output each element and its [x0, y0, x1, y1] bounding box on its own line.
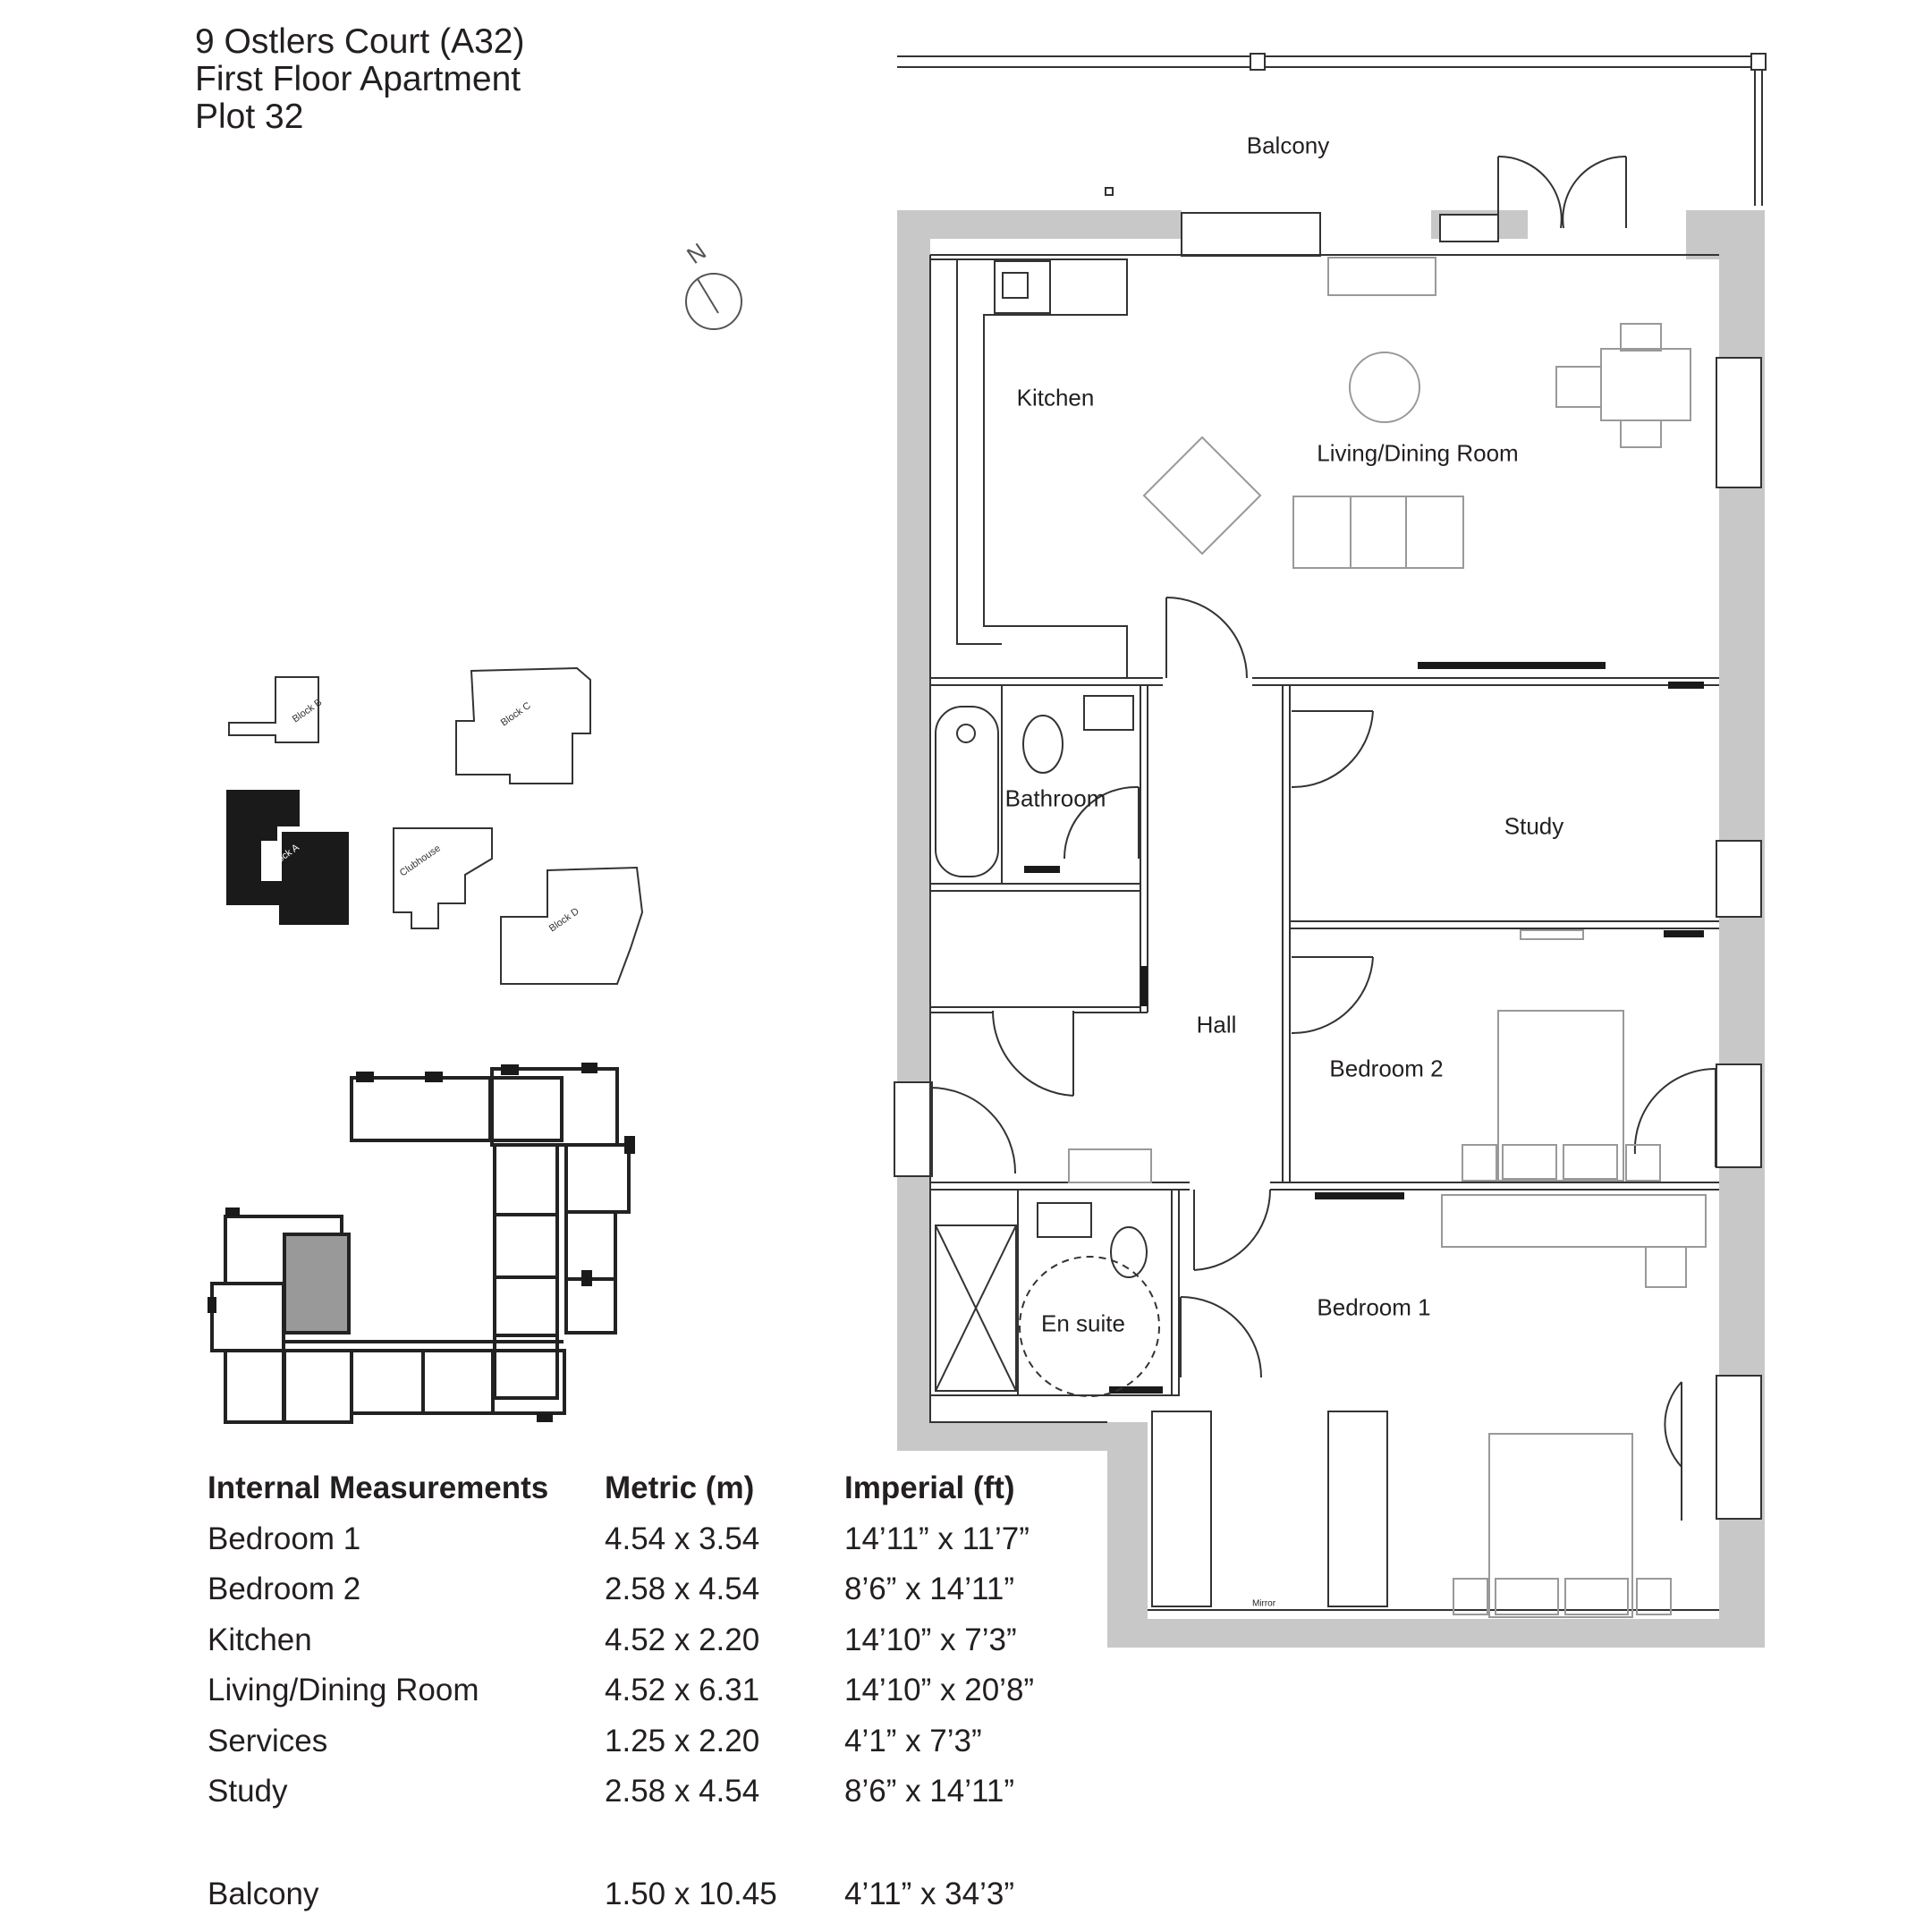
block-b-outline: [228, 676, 319, 743]
table-row: Bedroom 2 2.58 x 4.54 8’6” x 14’11”: [208, 1564, 1113, 1615]
label-mirror: Mirror: [1251, 1598, 1276, 1609]
windows: [894, 212, 1762, 1520]
compass-north-label: N: [682, 238, 711, 269]
block-c-outline: [455, 666, 591, 784]
title-floor: First Floor Apartment: [195, 60, 521, 98]
room-label-balcony: Balcony: [1246, 131, 1330, 159]
balcony-rail: [897, 53, 1767, 206]
table-row: Services 1.25 x 2.20 4’1” x 7’3”: [208, 1716, 1113, 1767]
row-imperial: 14’10” x 20’8”: [844, 1673, 1035, 1708]
header-internal-measurements: Internal Measurements: [208, 1470, 549, 1506]
row-room: Bedroom 1: [208, 1521, 361, 1556]
row-imperial: 4’11” x 34’3”: [844, 1876, 1015, 1911]
room-label-kitchen: Kitchen: [1016, 384, 1095, 411]
row-metric: 4.54 x 3.54: [605, 1521, 760, 1556]
row-metric: 4.52 x 6.31: [605, 1673, 760, 1708]
table-row: Living/Dining Room 4.52 x 6.31 14’10” x …: [208, 1665, 1113, 1716]
header-imperial: Imperial (ft): [844, 1470, 1015, 1506]
room-label-living-dining: Living/Dining Room: [1317, 439, 1519, 467]
site-location-plan: [228, 666, 644, 985]
row-room: Services: [208, 1723, 328, 1758]
room-label-bedroom-1: Bedroom 1: [1317, 1293, 1431, 1321]
furniture: [935, 257, 1707, 1618]
title-address: 9 Ostlers Court (A32): [195, 22, 525, 61]
measurements-header-row: Internal Measurements Metric (m) Imperia…: [208, 1463, 1113, 1514]
header-metric: Metric (m): [605, 1470, 755, 1506]
measurements-table: Internal Measurements Metric (m) Imperia…: [208, 1463, 1113, 1919]
table-row-balcony: Balcony 1.50 x 10.45 4’11” x 34’3”: [208, 1869, 1113, 1920]
balcony-doors: [1497, 155, 1627, 229]
row-room: Living/Dining Room: [208, 1673, 479, 1708]
row-room: Bedroom 2: [208, 1572, 361, 1607]
block-d-outline: [500, 866, 644, 985]
interior-walls: [929, 254, 1719, 1611]
row-room: Study: [208, 1774, 288, 1809]
label-clubhouse: Clubhouse: [398, 843, 443, 878]
table-row: Study 2.58 x 4.54 8’6” x 14’11”: [208, 1767, 1113, 1818]
row-metric: 4.52 x 2.20: [605, 1622, 760, 1657]
row-imperial: 8’6” x 14’11”: [844, 1774, 1015, 1809]
block-a-detail-plan: [210, 1067, 631, 1424]
row-metric: 2.58 x 4.54: [605, 1774, 760, 1809]
row-imperial: 4’1” x 7’3”: [844, 1723, 982, 1758]
room-label-hall: Hall: [1196, 1011, 1237, 1038]
label-block-c: Block C: [499, 700, 533, 729]
block-a-highlight: [226, 790, 349, 925]
label-block-d: Block D: [547, 906, 581, 935]
row-imperial: 14’10” x 7’3”: [844, 1622, 1017, 1657]
room-label-bathroom: Bathroom: [1004, 784, 1106, 812]
door-swings: [929, 597, 1716, 1521]
row-room: Kitchen: [208, 1622, 312, 1657]
table-spacer: [208, 1818, 1113, 1869]
row-metric: 2.58 x 4.54: [605, 1572, 760, 1607]
row-imperial: 14’11” x 11’7”: [844, 1521, 1030, 1556]
row-imperial: 8’6” x 14’11”: [844, 1572, 1015, 1607]
plot-title: 9 Ostlers Court (A32) First Floor Apartm…: [195, 23, 524, 136]
room-label-study: Study: [1504, 812, 1564, 840]
room-label-en-suite: En suite: [1041, 1309, 1125, 1337]
title-plot: Plot 32: [195, 97, 304, 136]
compass-icon: N: [682, 238, 742, 330]
row-metric: 1.50 x 10.45: [605, 1876, 777, 1911]
table-row: Bedroom 1 4.54 x 3.54 14’11” x 11’7”: [208, 1514, 1113, 1565]
row-metric: 1.25 x 2.20: [605, 1723, 760, 1758]
table-row: Kitchen 4.52 x 2.20 14’10” x 7’3”: [208, 1615, 1113, 1666]
row-room: Balcony: [208, 1876, 319, 1911]
room-label-bedroom-2: Bedroom 2: [1329, 1055, 1444, 1082]
clubhouse-outline: [393, 827, 493, 929]
